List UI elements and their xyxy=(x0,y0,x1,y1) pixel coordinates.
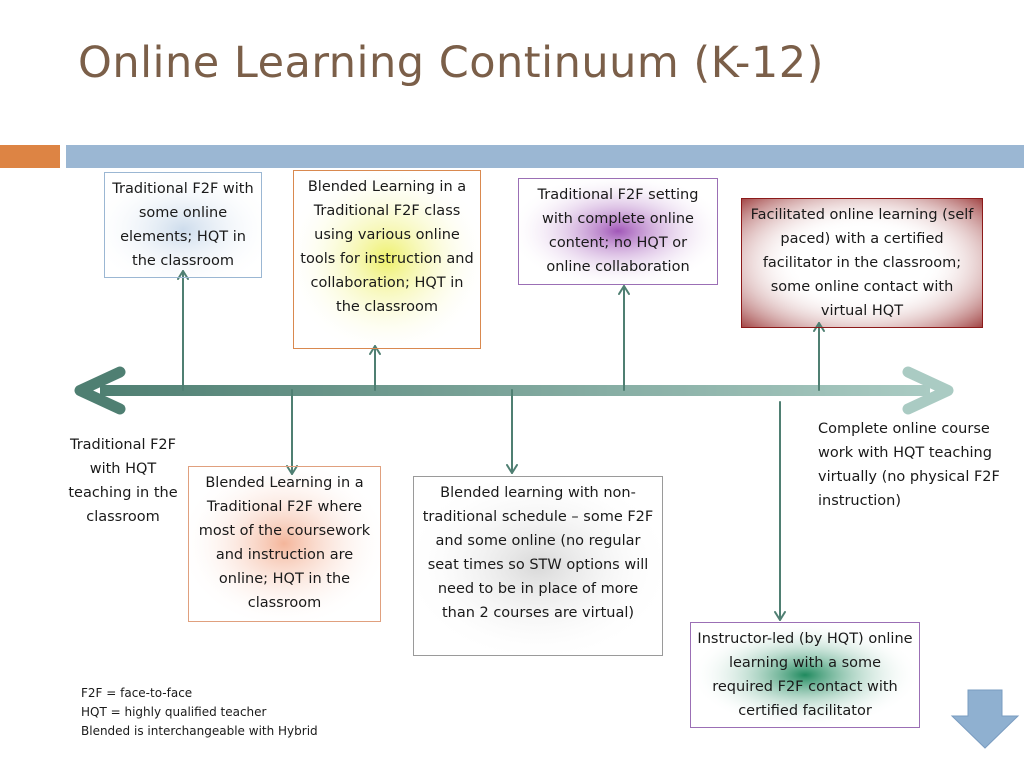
connector-up-4 xyxy=(813,322,825,391)
glow-purple xyxy=(518,178,718,284)
glow-yellow xyxy=(293,170,481,348)
legend-blended: Blended is interchangeable with Hybrid xyxy=(81,724,318,738)
connector-down-2 xyxy=(506,389,518,474)
continuum-right-arrowhead xyxy=(902,366,954,415)
glow-blue xyxy=(104,172,262,277)
endpoint-right-label: Complete online course work with HQT tea… xyxy=(818,421,1000,509)
connector-up-2 xyxy=(369,345,381,391)
box-traditional-some-online: Traditional F2F with some online element… xyxy=(104,172,262,278)
glow-grey xyxy=(413,476,663,655)
box-blended-mostly-online: Blended Learning in a Traditional F2F wh… xyxy=(188,466,381,622)
slide-title: Online Learning Continuum (K-12) xyxy=(78,38,824,88)
connector-down-3 xyxy=(774,401,786,621)
glow-red xyxy=(741,198,982,328)
connector-down-1 xyxy=(286,389,298,475)
box-instructor-led: Instructor-led (by HQT) online learning … xyxy=(690,622,920,728)
continuum-line xyxy=(100,385,930,396)
box-blended-nontraditional: Blended learning with non-traditional sc… xyxy=(413,476,663,656)
connector-up-1 xyxy=(177,270,189,391)
box-facilitated-online: Facilitated online learning (self paced)… xyxy=(741,198,983,328)
accent-bar-blue xyxy=(66,145,1024,168)
endpoint-left-label: Traditional F2F with HQT teaching in the… xyxy=(68,437,178,525)
legend: F2F = face-to-face HQT = highly qualifie… xyxy=(81,684,318,741)
glow-green xyxy=(690,622,920,728)
glow-peach xyxy=(188,466,380,621)
box-blended-traditional-tools: Blended Learning in a Traditional F2F cl… xyxy=(293,170,481,349)
connector-up-3 xyxy=(618,285,630,391)
accent-bar-orange xyxy=(0,145,60,168)
legend-hqt: HQT = highly qualified teacher xyxy=(81,705,267,719)
arrow-down-icon[interactable] xyxy=(950,688,1020,750)
legend-f2f: F2F = face-to-face xyxy=(81,686,193,700)
continuum-left-arrowhead xyxy=(74,366,126,415)
box-traditional-complete-content: Traditional F2F setting with complete on… xyxy=(518,178,718,285)
